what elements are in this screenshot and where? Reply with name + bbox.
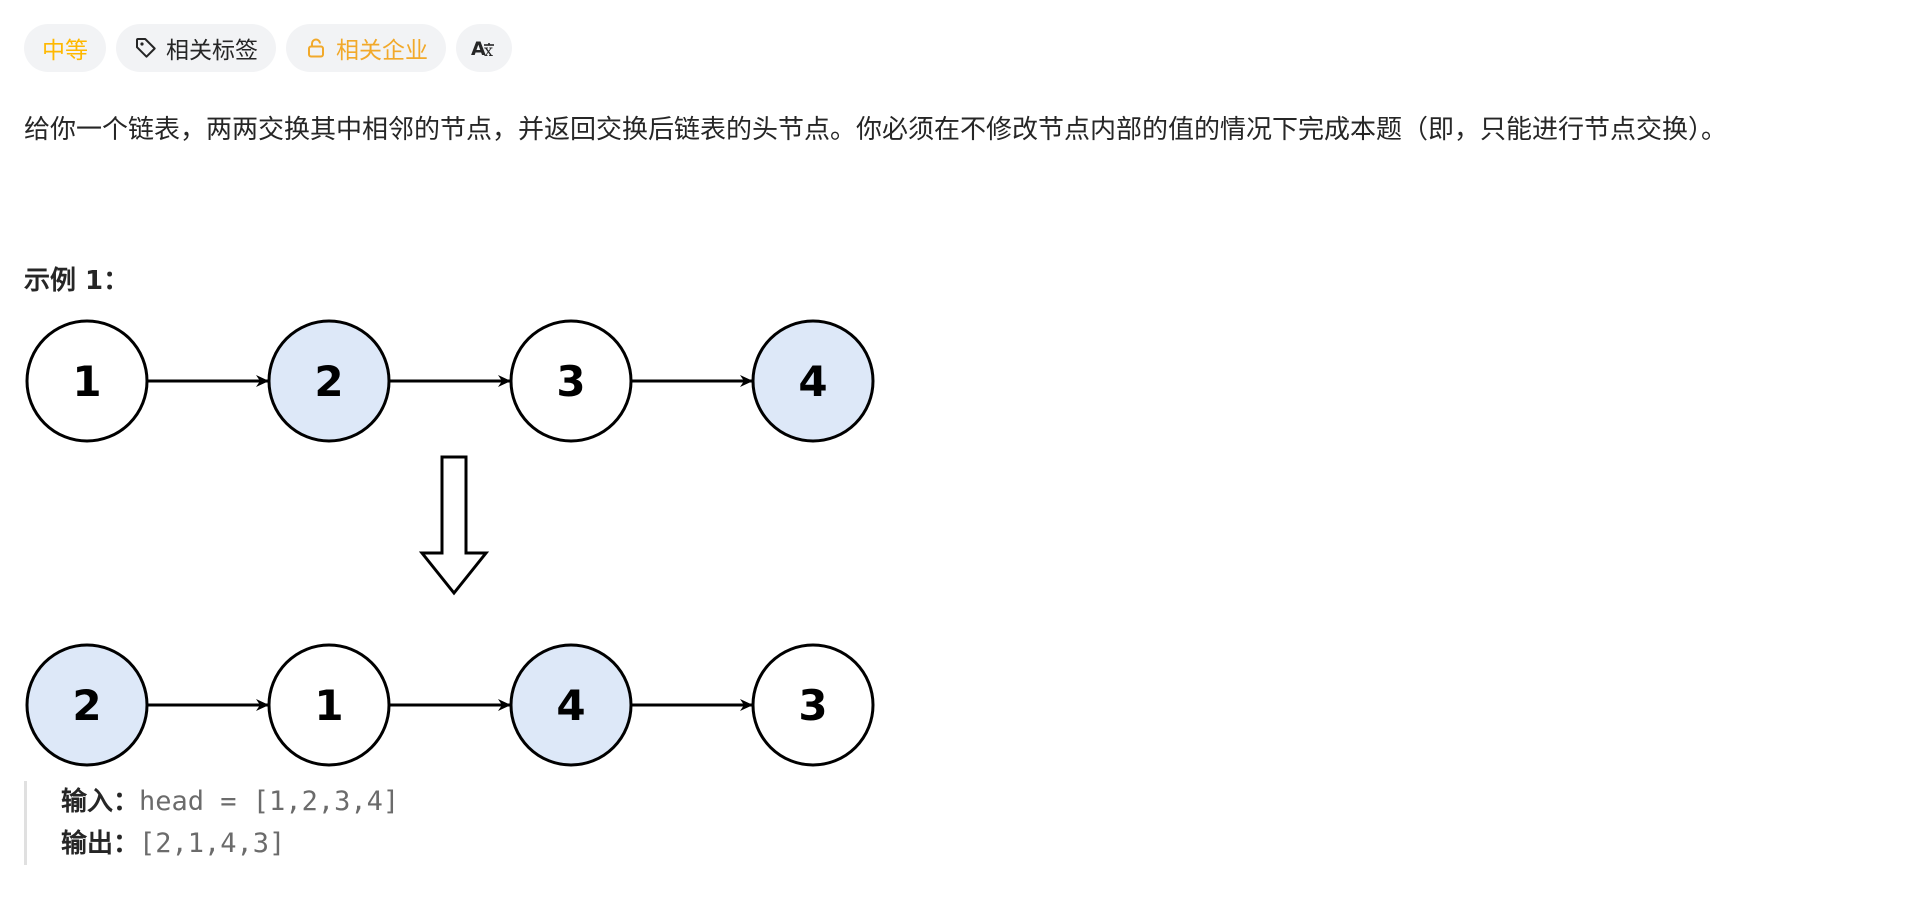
after-node-label-3: 4 [556,681,585,730]
problem-description: 中等 相关标签 相关企业 A [24,24,1884,865]
after-node-2 [267,643,391,767]
after-node-4 [751,643,875,767]
before-node-label-4: 4 [798,357,827,406]
after-node-label-4: 3 [798,681,827,730]
example-io: 输入：head = [1,2,3,4] 输出：[2,1,4,3] [24,780,1884,865]
related-tags-button[interactable]: 相关标签 [116,24,276,72]
before-node-label-1: 1 [72,357,101,406]
before-node-2 [267,319,391,443]
output-label: 输出： [61,828,140,859]
after-node-1 [25,643,149,767]
output-value: [2,1,4,3] [139,827,286,859]
after-list: 2 1 4 3 [25,643,875,767]
related-companies-button[interactable]: 相关企业 [286,24,446,72]
input-value: head = [1,2,3,4] [139,785,400,817]
before-node-1 [25,319,149,443]
lock-icon [304,36,328,60]
before-node-4 [751,319,875,443]
difficulty-badge[interactable]: 中等 [24,24,106,72]
input-line: 输入：head = [1,2,3,4] [61,781,1884,823]
after-node-label-1: 2 [72,681,101,730]
swap-arrow-icon [418,455,490,596]
before-node-label-2: 2 [314,357,343,406]
svg-text:A: A [471,38,486,60]
example-title: 示例 1： [24,265,130,296]
input-label: 输入： [61,786,140,817]
after-node-label-2: 1 [314,681,343,730]
translate-icon: A x [470,36,498,60]
after-node-3 [509,643,633,767]
related-companies-label: 相关企业 [336,38,428,64]
linked-list-diagram: 1 2 3 4 2 1 4 3 [25,319,875,767]
svg-text:x: x [484,41,493,60]
output-line: 输出：[2,1,4,3] [61,823,1884,865]
before-node-label-3: 3 [556,357,585,406]
problem-statement: 给你一个链表，两两交换其中相邻的节点，并返回交换后链表的头节点。你必须在不修改节… [24,115,1728,145]
before-list: 1 2 3 4 [25,319,875,443]
related-tags-label: 相关标签 [166,38,258,64]
before-node-3 [509,319,633,443]
tag-bar: 中等 相关标签 相关企业 A [24,24,1884,72]
translate-button[interactable]: A x [456,24,512,72]
tag-icon [134,36,158,60]
difficulty-label: 中等 [42,38,88,64]
